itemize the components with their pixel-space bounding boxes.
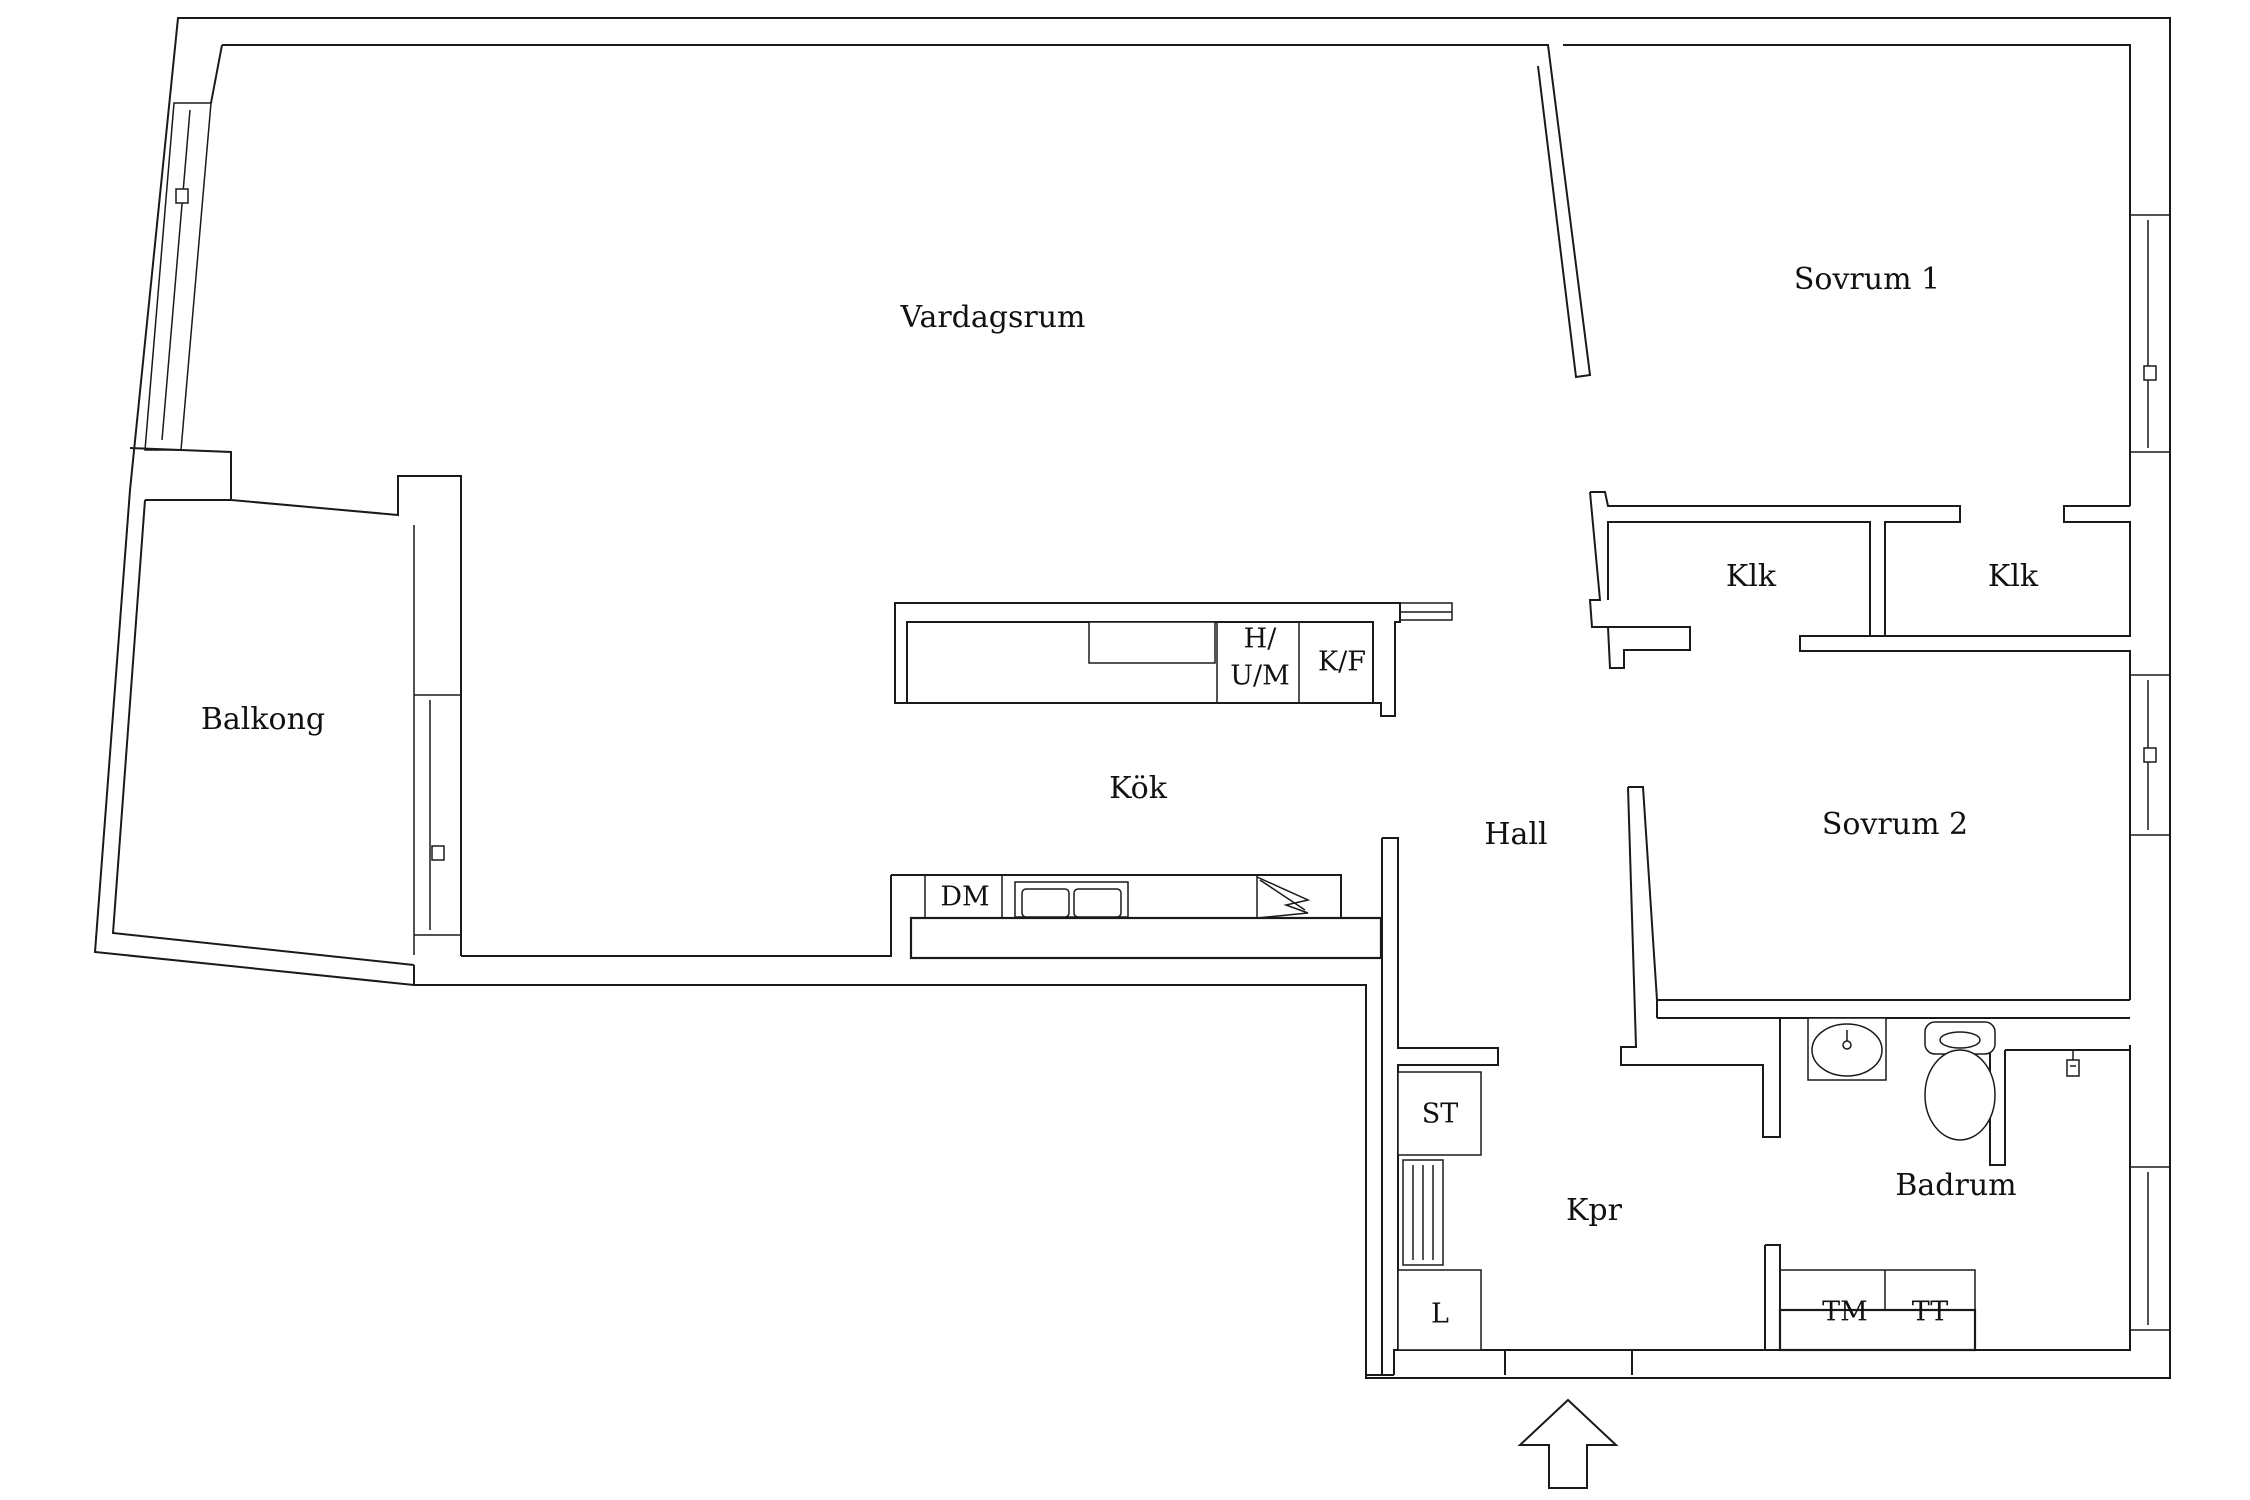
label-hum-line1: H/ xyxy=(1244,624,1278,655)
label-l: L xyxy=(1431,1299,1449,1330)
label-tt: TT xyxy=(1912,1297,1949,1328)
room-label-kok: Kök xyxy=(1109,771,1168,806)
washbasin-icon xyxy=(1807,1017,1887,1081)
kitchen-island-top xyxy=(894,602,1453,717)
entrance-arrow-icon xyxy=(1517,1398,1619,1489)
room-label-sovrum2: Sovrum 2 xyxy=(1822,807,1968,842)
label-hum-line2: U/M xyxy=(1230,661,1290,692)
radiator-icon xyxy=(1402,1159,1444,1266)
room-label-klk-right: Klk xyxy=(1988,559,2039,594)
label-tm: TM xyxy=(1822,1297,1868,1328)
outer-walls xyxy=(93,17,2171,1379)
label-st: ST xyxy=(1422,1099,1459,1130)
room-label-sovrum1: Sovrum 1 xyxy=(1794,262,1940,297)
interior-walls xyxy=(1381,491,2131,1375)
label-kf: K/F xyxy=(1318,647,1366,678)
room-label-badrum: Badrum xyxy=(1895,1168,2016,1203)
room-label-balkong: Balkong xyxy=(201,702,325,737)
hall-storage xyxy=(1397,1071,1482,1351)
toilet-icon xyxy=(1924,1021,1996,1141)
room-label-klk-left: Klk xyxy=(1726,559,1777,594)
label-dm: DM xyxy=(940,882,989,913)
room-label-kpr: Kpr xyxy=(1566,1193,1623,1228)
bathroom-fixtures xyxy=(1778,1017,2080,1352)
sink-icon xyxy=(1014,881,1129,918)
room-label-vardagsrum: Vardagsrum xyxy=(900,300,1086,335)
room-label-hall: Hall xyxy=(1484,817,1547,852)
stove-icon xyxy=(1088,621,1216,664)
kitchen-counter-bottom xyxy=(890,874,1383,960)
shower-icon xyxy=(2066,1050,2080,1077)
